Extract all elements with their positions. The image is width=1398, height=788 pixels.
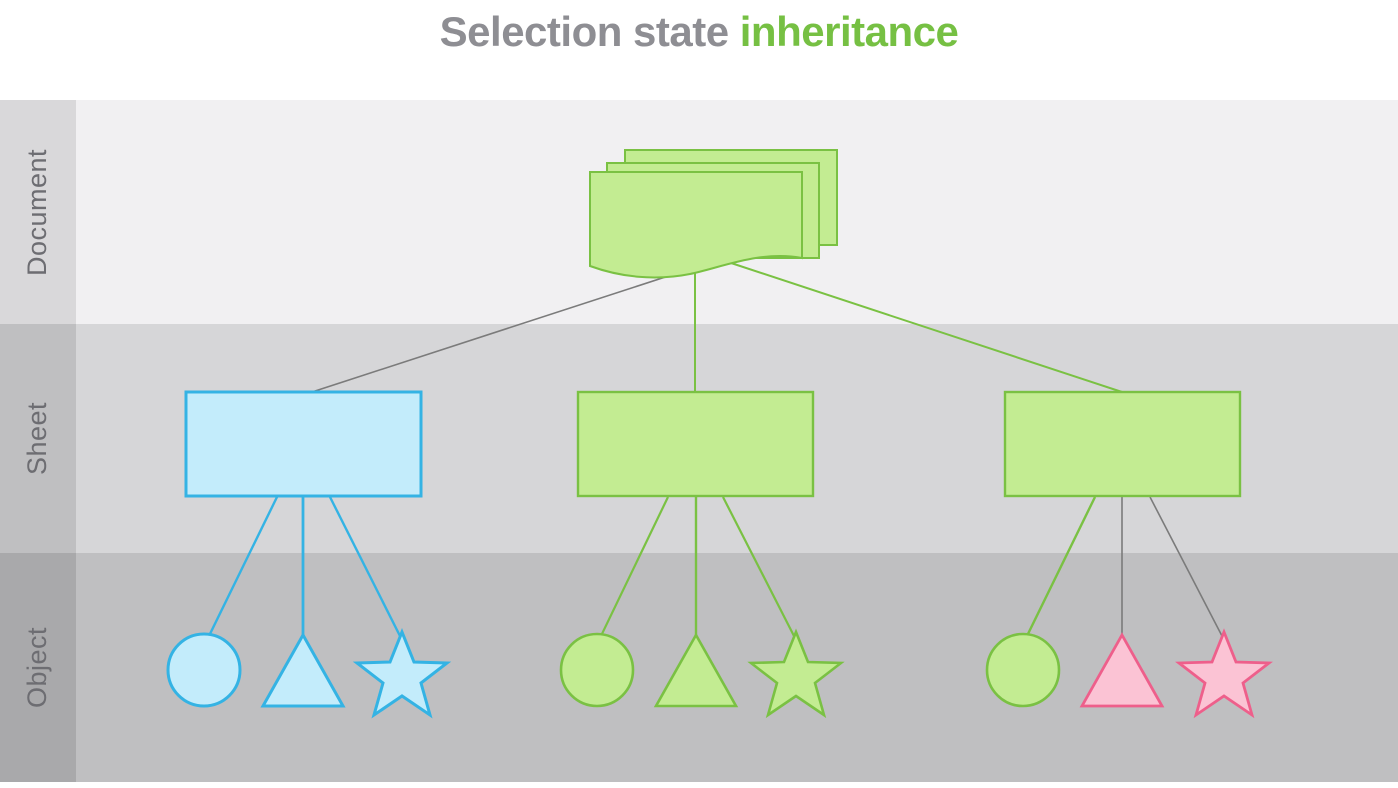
object-3-circle[interactable] (985, 632, 1061, 708)
object-1-circle[interactable] (166, 632, 242, 708)
band-document-label: Document (0, 100, 76, 324)
document-page-front (589, 171, 803, 279)
sheet-1[interactable] (184, 390, 423, 498)
band-document-label-text: Document (22, 148, 53, 276)
object-1-triangle[interactable] (260, 631, 346, 708)
title-bar: Selection state inheritance (0, 0, 1398, 100)
band-sheet-label-text: Sheet (22, 401, 53, 476)
page-title-accent: inheritance (739, 8, 959, 55)
object-1-star[interactable] (352, 627, 452, 719)
band-object-label-column: Object (0, 553, 76, 782)
band-object-label: Object (0, 553, 76, 782)
object-2-star[interactable] (747, 628, 845, 719)
object-2-triangle[interactable] (653, 632, 739, 708)
page-title: Selection state inheritance (440, 4, 959, 60)
band-document: Document (0, 100, 1398, 324)
band-sheet-label: Sheet (0, 324, 76, 553)
band-document-label-column: Document (0, 100, 76, 324)
document-stack[interactable] (589, 149, 838, 279)
band-object-label-text: Object (22, 626, 53, 709)
object-3-star[interactable] (1175, 628, 1273, 719)
sheet-3[interactable] (1003, 390, 1242, 498)
object-3-triangle[interactable] (1079, 632, 1165, 708)
object-2-circle[interactable] (559, 632, 635, 708)
band-sheet-label-column: Sheet (0, 324, 76, 553)
page-title-primary: Selection state (439, 8, 740, 55)
sheet-2[interactable] (576, 390, 815, 498)
